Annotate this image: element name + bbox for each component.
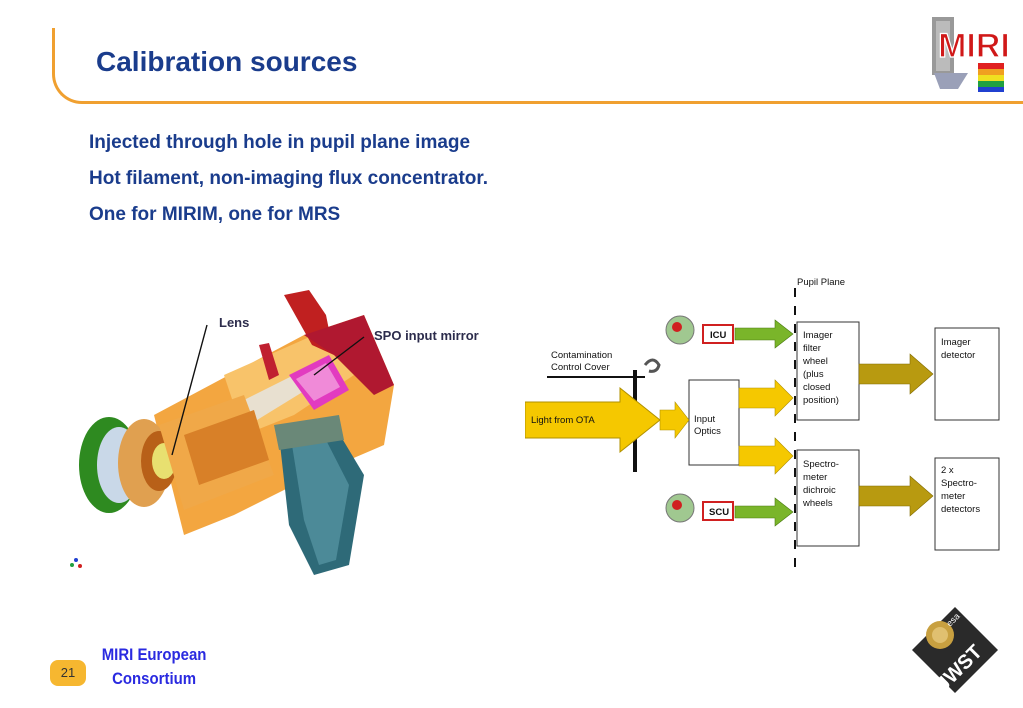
- imager-filter-label: filter: [803, 343, 821, 354]
- imager-detector-label: Imager: [941, 337, 971, 348]
- light-from-ota-arrow: [525, 386, 661, 454]
- calibration-source-cad-image: Lens SPO input mirror: [70, 290, 479, 575]
- footer-consortium-label: MIRI European Consortium: [96, 643, 212, 691]
- dichroic-label: wheels: [802, 498, 833, 509]
- contamination-label-line2: Control Cover: [551, 362, 610, 373]
- footer-line: Consortium: [112, 669, 197, 688]
- contamination-label-line1: Contamination: [551, 350, 612, 361]
- slide-title: Calibration sources: [96, 46, 358, 77]
- bullet-item: One for MIRIM, one for MRS: [89, 204, 341, 225]
- miri-logo: MIRI: [932, 17, 1008, 92]
- imager-filter-label: wheel: [802, 356, 828, 367]
- bullet-list: Injected through hole in pupil plane ima…: [89, 125, 488, 233]
- page-number-badge: 21: [50, 660, 86, 686]
- spectrometer-dichroic-box: [796, 449, 860, 547]
- imager-filter-label: (plus: [803, 369, 824, 380]
- imager-detector-label: detector: [941, 350, 975, 361]
- pupil-plane-label: Pupil Plane: [797, 277, 845, 288]
- spectrometer-detectors-label: meter: [941, 491, 965, 502]
- input-optics-box: [688, 379, 740, 466]
- spectrometer-detector-arrow: [858, 475, 934, 517]
- footer-line: MIRI European: [101, 645, 207, 664]
- spo-input-mirror-label: SPO input mirror: [374, 328, 479, 343]
- imager-filter-label: closed: [803, 382, 830, 393]
- imager-detector-arrow: [858, 353, 934, 395]
- icu-green-arrow: [734, 319, 794, 349]
- input-optics-label-line1: Input: [694, 414, 715, 425]
- imager-filter-wheel-box: [796, 321, 860, 421]
- spectrometer-detectors-label: Spectro-: [941, 478, 977, 489]
- imager-detector-box: [934, 327, 1000, 421]
- spectrometer-detectors-box: [934, 457, 1000, 551]
- scu-label: SCU: [709, 507, 729, 518]
- spectrometer-detectors-label: 2 x: [941, 465, 954, 476]
- input-optics-label-line2: Optics: [694, 426, 721, 437]
- icu-label: ICU: [710, 330, 727, 341]
- jwst-logo: esa JWST: [912, 607, 998, 695]
- scu-box: [702, 501, 734, 521]
- imager-filter-label: position): [803, 395, 839, 406]
- dichroic-label: meter: [803, 472, 827, 483]
- dichroic-label: dichroic: [803, 485, 836, 496]
- miri-logo-text: MIRI: [938, 27, 1008, 65]
- scu-green-arrow: [734, 497, 794, 527]
- rotate-arrow-icon: [643, 358, 661, 373]
- spectrometer-detectors-label: detectors: [941, 504, 980, 515]
- title-frame: [52, 28, 1023, 104]
- imager-filter-label: Imager: [803, 330, 833, 341]
- lens-label: Lens: [219, 315, 249, 330]
- bullet-item: Hot filament, non-imaging flux concentra…: [89, 168, 489, 189]
- optical-path-block-diagram: Pupil Plane Contamination Control Cover …: [525, 277, 1000, 575]
- icu-box: [702, 324, 734, 344]
- light-from-ota-label: Light from OTA: [531, 415, 595, 426]
- bullet-item: Injected through hole in pupil plane ima…: [89, 132, 471, 153]
- dichroic-label: Spectro-: [803, 459, 839, 470]
